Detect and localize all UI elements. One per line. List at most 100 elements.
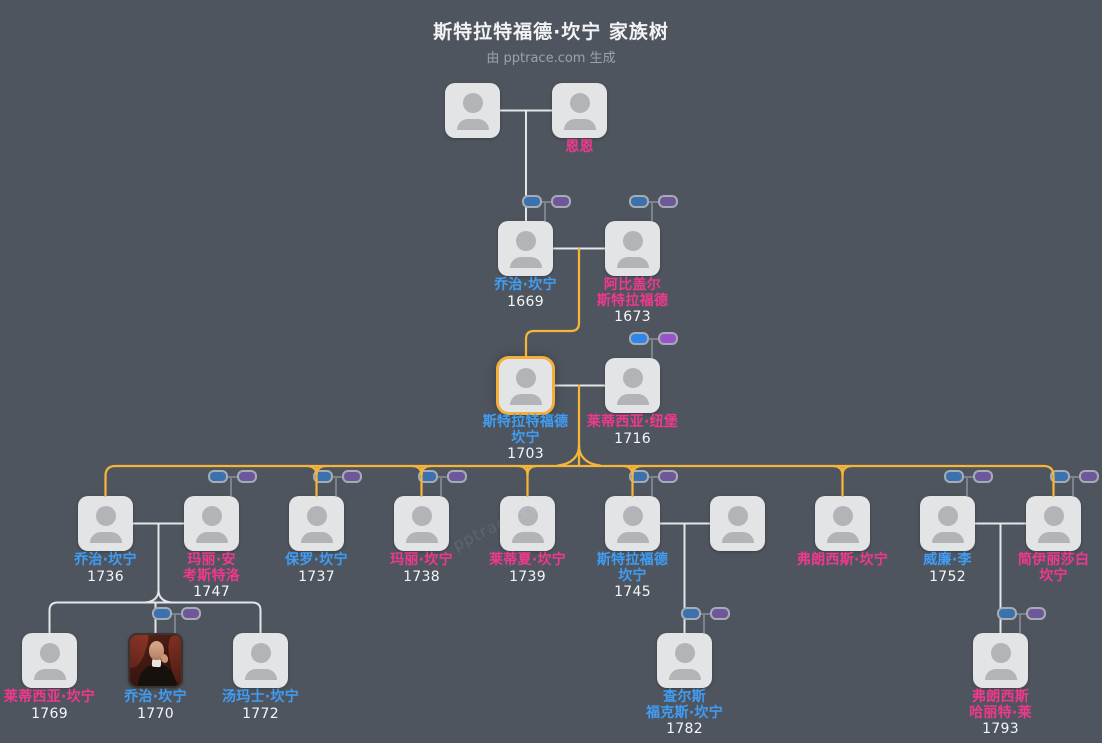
expand-mother-pill[interactable]: [341, 470, 362, 483]
expand-father-pill[interactable]: [680, 607, 701, 620]
pill-connector-line: [647, 200, 659, 203]
avatar-shoulders-shape: [616, 394, 649, 405]
expand-mother-pill[interactable]: [1078, 470, 1099, 483]
person-card[interactable]: [552, 83, 607, 138]
avatar-shoulders-shape: [244, 669, 277, 680]
expand-mother-pill[interactable]: [657, 470, 678, 483]
person-name: 汤玛士·坎宁: [221, 689, 300, 705]
birth-year: 1747: [193, 584, 230, 600]
person-card[interactable]: [500, 496, 555, 551]
avatar-head-shape: [990, 643, 1011, 663]
person-card[interactable]: [815, 496, 870, 551]
person-card[interactable]: [394, 496, 449, 551]
expand-father-pill[interactable]: [943, 470, 964, 483]
expand-mother-pill[interactable]: [709, 607, 730, 620]
pill-connector-line: [540, 200, 552, 203]
person-card[interactable]: [496, 356, 555, 415]
person-card[interactable]: [657, 633, 712, 688]
expand-mother-pill[interactable]: [550, 195, 571, 208]
birth-year: 1738: [403, 568, 440, 585]
birth-year: 1739: [509, 568, 546, 585]
expand-father-pill[interactable]: [207, 470, 228, 483]
person-name: 恩恩: [565, 139, 594, 155]
avatar-shoulders-shape: [33, 669, 66, 680]
person-name: 福克斯·坎宁: [645, 704, 724, 721]
avatar-head-shape: [622, 368, 643, 388]
expand-father-pill[interactable]: [521, 195, 542, 208]
expand-parents-control: [521, 195, 571, 221]
person-name: 乔治·坎宁: [74, 552, 137, 568]
person-card[interactable]: [605, 496, 660, 551]
avatar-head-shape: [1043, 506, 1064, 526]
avatar-head-shape: [515, 231, 536, 251]
birth-year: 1737: [298, 568, 335, 585]
person-card[interactable]: [233, 633, 288, 688]
person-card[interactable]: [445, 83, 500, 138]
person-card[interactable]: [920, 496, 975, 551]
expand-mother-pill[interactable]: [446, 470, 467, 483]
person-name: 玛丽·坎宁: [390, 552, 453, 568]
avatar-shoulders-shape: [89, 532, 122, 543]
person-card[interactable]: [289, 496, 344, 551]
person-photo[interactable]: [128, 633, 183, 688]
pill-connector-line: [966, 476, 968, 496]
avatar-head-shape: [39, 643, 60, 663]
person-card[interactable]: [605, 221, 660, 276]
expand-father-pill[interactable]: [151, 607, 172, 620]
expand-mother-pill[interactable]: [236, 470, 257, 483]
avatar-shoulders-shape: [300, 532, 333, 543]
person-name: 弗朗西斯: [971, 689, 1030, 705]
expand-mother-pill[interactable]: [180, 607, 201, 620]
person-card[interactable]: [498, 221, 553, 276]
expand-father-pill[interactable]: [628, 470, 649, 483]
pill-connector-line: [436, 475, 448, 478]
person-card[interactable]: [973, 633, 1028, 688]
person-card[interactable]: [22, 633, 77, 688]
person-card[interactable]: [605, 358, 660, 413]
expand-parents-control: [628, 470, 678, 496]
pill-connector-line: [174, 613, 176, 633]
avatar-shoulders-shape: [984, 669, 1017, 680]
expand-mother-pill[interactable]: [657, 332, 678, 345]
birth-year: 1703: [507, 446, 544, 462]
pill-connector-line: [962, 475, 974, 478]
avatar-shoulders-shape: [721, 532, 754, 543]
person-card[interactable]: [710, 496, 765, 551]
expand-father-pill[interactable]: [628, 332, 649, 345]
person-name: 威廉·李: [923, 552, 972, 568]
birth-year: 1772: [242, 705, 279, 722]
pill-connector-line: [335, 476, 337, 496]
expand-mother-pill[interactable]: [972, 470, 993, 483]
avatar-head-shape: [622, 506, 643, 526]
person-label: 恩恩: [500, 139, 660, 156]
pill-connector-line: [226, 475, 238, 478]
person-name: 坎宁: [511, 429, 540, 446]
generator-credit: 由 pptrace.com 生成: [486, 51, 616, 66]
person-card[interactable]: [184, 496, 239, 551]
person-card[interactable]: [78, 496, 133, 551]
expand-father-pill[interactable]: [312, 470, 333, 483]
person-name: 斯特拉福德: [596, 292, 669, 309]
birth-year: 1716: [614, 430, 651, 447]
avatar-head-shape: [306, 506, 327, 526]
expand-father-pill[interactable]: [996, 607, 1017, 620]
avatar-head-shape: [201, 506, 222, 526]
person-name: 坎宁: [618, 567, 647, 584]
portrait-art-part: [151, 658, 162, 668]
pill-connector-line: [651, 338, 653, 358]
expand-father-pill[interactable]: [417, 470, 438, 483]
expand-mother-pill[interactable]: [657, 195, 678, 208]
expand-parents-control: [996, 607, 1046, 633]
person-card[interactable]: [1026, 496, 1081, 551]
expand-father-pill[interactable]: [628, 195, 649, 208]
expand-father-pill[interactable]: [1049, 470, 1070, 483]
avatar-shoulders-shape: [1037, 532, 1070, 543]
expand-mother-pill[interactable]: [1025, 607, 1046, 620]
person-label: 弗朗西斯·坎宁: [763, 552, 923, 569]
